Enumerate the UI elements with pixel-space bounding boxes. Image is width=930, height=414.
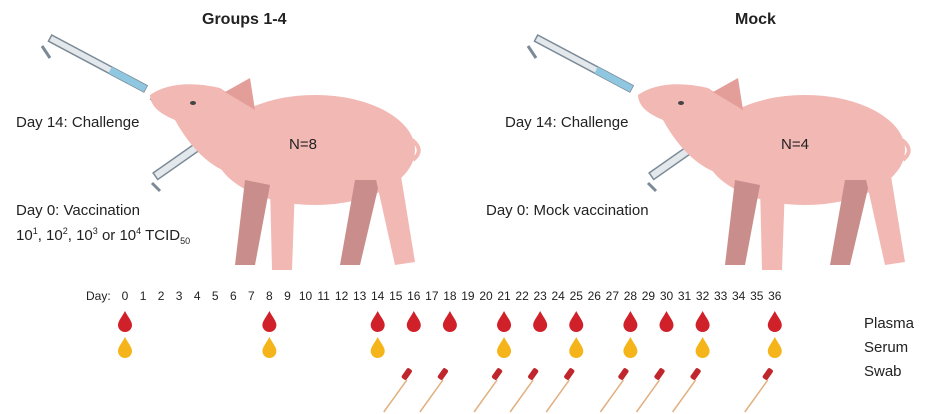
plasma-drop-icon	[623, 311, 637, 332]
swab-icon	[637, 367, 666, 412]
swab-icon	[510, 367, 539, 412]
serum-drop-icon	[118, 337, 132, 358]
serum-drop-icon	[569, 337, 583, 358]
swab-icon	[745, 367, 774, 412]
plasma-drop-icon	[262, 311, 276, 332]
swab-icon	[384, 367, 413, 412]
row-label-serum: Serum	[864, 339, 908, 356]
plasma-drop-icon	[407, 311, 421, 332]
swab-icon	[474, 367, 503, 412]
serum-drop-icon	[262, 337, 276, 358]
serum-drop-icon	[497, 337, 511, 358]
plasma-drop-icon	[371, 311, 385, 332]
plasma-drop-icon	[533, 311, 547, 332]
plasma-drop-icon	[443, 311, 457, 332]
plasma-drop-icon	[696, 311, 710, 332]
row-label-swab: Swab	[864, 363, 902, 380]
swab-icon	[420, 367, 449, 412]
plasma-drop-icon	[768, 311, 782, 332]
swab-icon	[600, 367, 629, 412]
swab-icon	[673, 367, 702, 412]
plasma-drop-icon	[118, 311, 132, 332]
row-label-plasma: Plasma	[864, 315, 914, 332]
swab-icon	[546, 367, 575, 412]
serum-drop-icon	[696, 337, 710, 358]
plasma-drop-icon	[569, 311, 583, 332]
serum-drop-icon	[623, 337, 637, 358]
serum-drop-icon	[371, 337, 385, 358]
plasma-drop-icon	[497, 311, 511, 332]
serum-drop-icon	[768, 337, 782, 358]
plasma-drop-icon	[660, 311, 674, 332]
